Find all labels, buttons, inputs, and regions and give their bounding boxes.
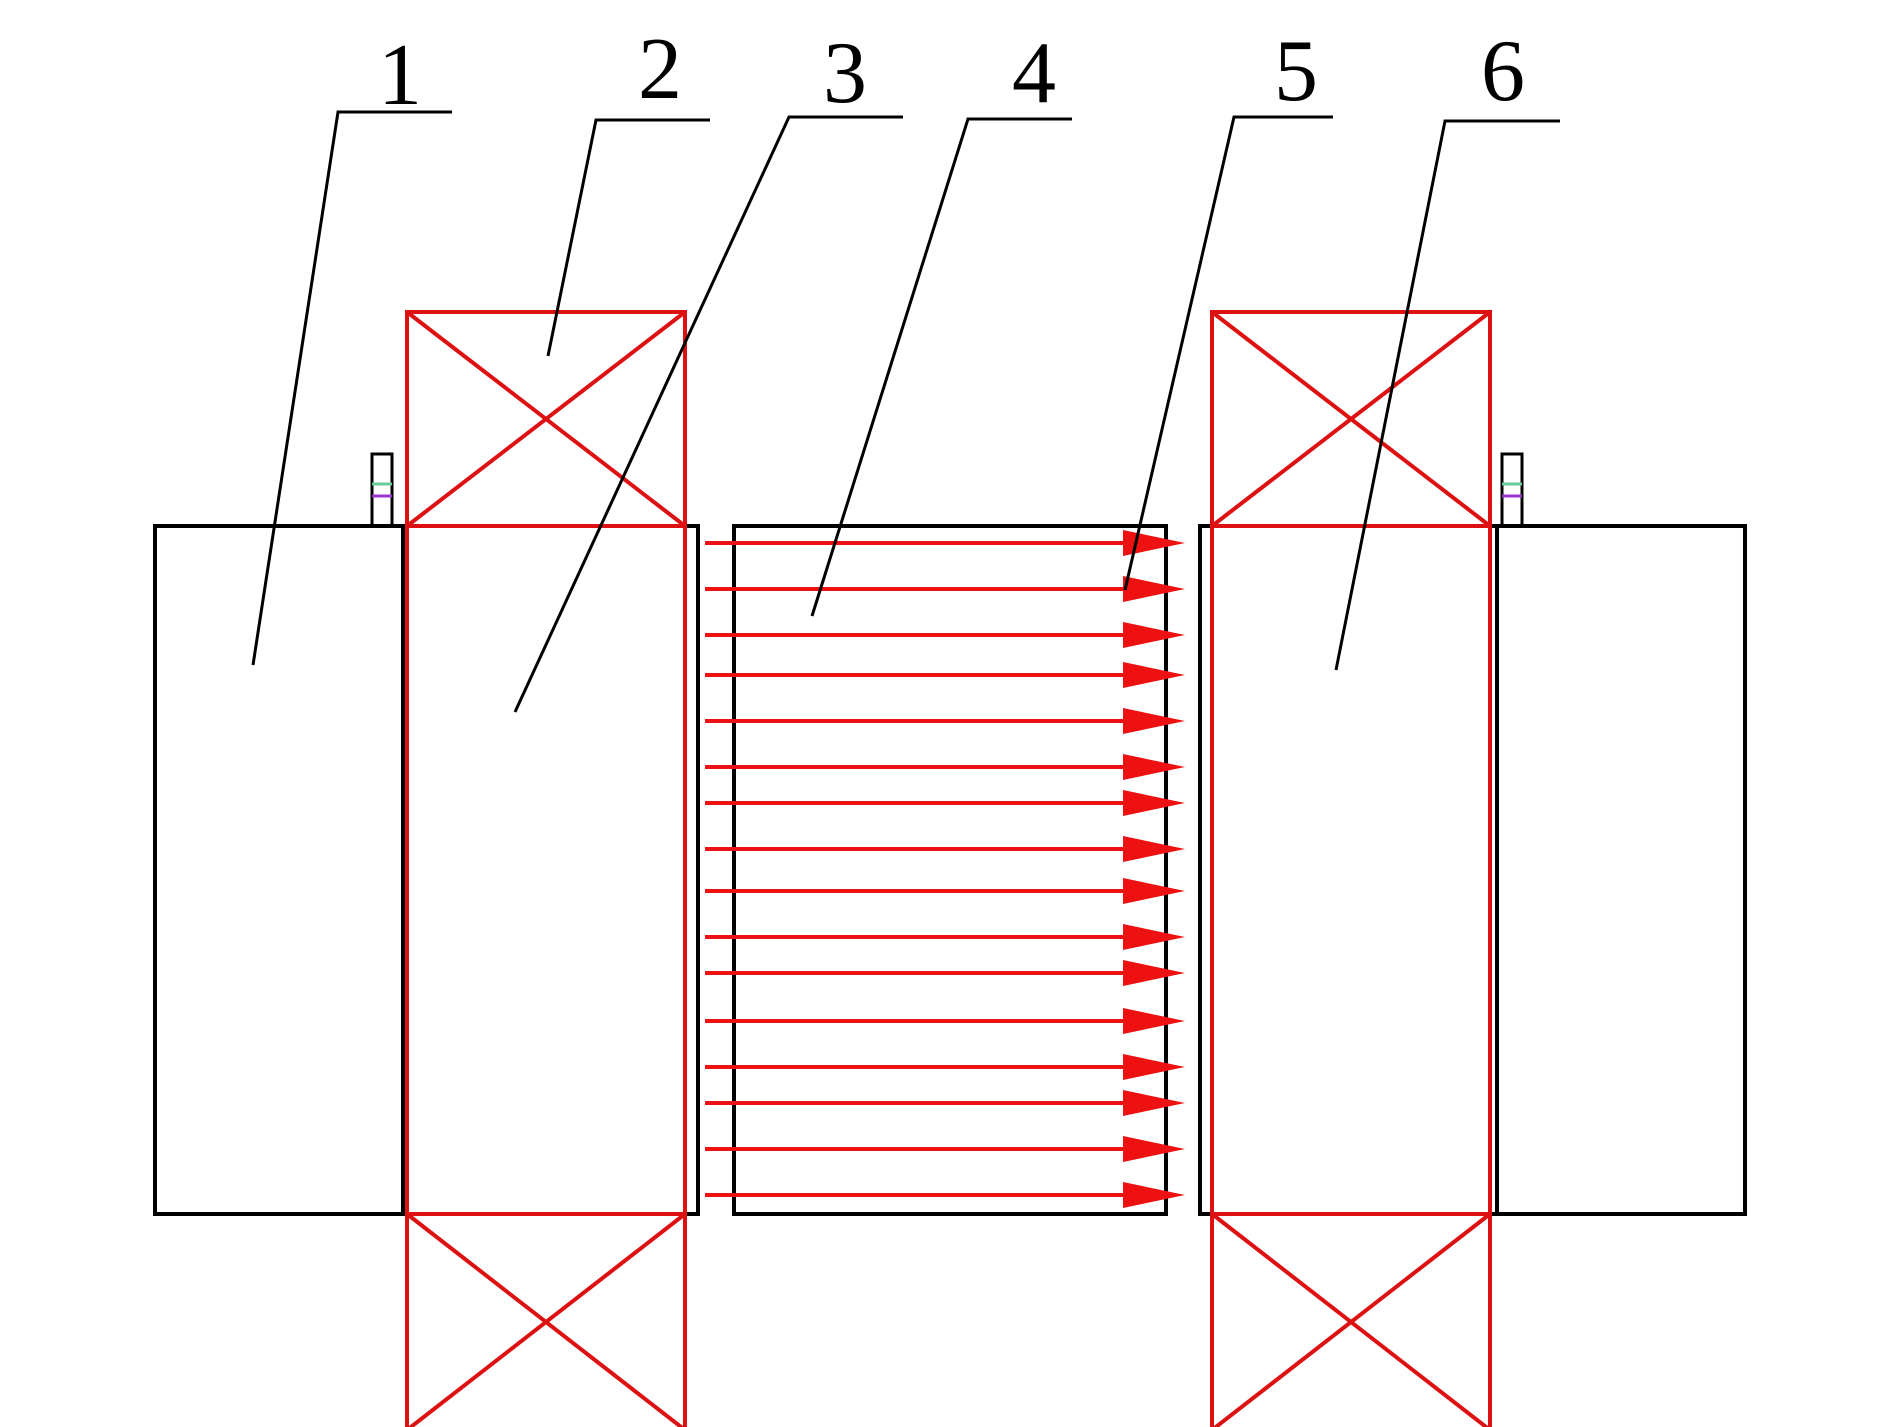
leader-line-4 bbox=[810, 117, 1072, 617]
field-arrow-head bbox=[1123, 622, 1185, 648]
callout-label-2: 2 bbox=[638, 21, 682, 118]
field-arrows bbox=[705, 530, 1185, 1208]
leader-line-1 bbox=[251, 110, 452, 666]
callout-label-6: 6 bbox=[1481, 23, 1525, 120]
leader-line-6 bbox=[1334, 119, 1560, 671]
right-terminal-post bbox=[1500, 452, 1524, 528]
field-arrow-head bbox=[1123, 878, 1185, 904]
field-arrow-head bbox=[1123, 1008, 1185, 1034]
block-4 bbox=[732, 524, 1168, 1216]
callout-label-4: 4 bbox=[1012, 25, 1056, 122]
coil-5 bbox=[1210, 310, 1492, 1427]
field-arrow-head bbox=[1123, 1136, 1185, 1162]
callout-label-5: 5 bbox=[1274, 23, 1318, 120]
field-arrow-head bbox=[1123, 576, 1185, 602]
field-arrow-head bbox=[1123, 790, 1185, 816]
leader-line-3 bbox=[513, 115, 903, 713]
field-arrow-head bbox=[1123, 708, 1185, 734]
block-right-end bbox=[1495, 524, 1747, 1216]
leader-lines bbox=[251, 110, 1560, 713]
field-arrow-head bbox=[1123, 754, 1185, 780]
block-3 bbox=[401, 524, 700, 1216]
callout-label-1: 1 bbox=[378, 27, 422, 124]
left-terminal-post bbox=[370, 452, 394, 528]
field-arrow-head bbox=[1123, 1182, 1185, 1208]
block-1 bbox=[153, 524, 405, 1216]
field-arrow-head bbox=[1123, 662, 1185, 688]
field-arrow-head bbox=[1123, 1054, 1185, 1080]
leader-line-2 bbox=[546, 118, 710, 357]
leader-line-5 bbox=[1123, 115, 1333, 591]
field-arrow-head bbox=[1123, 1090, 1185, 1116]
coil-2 bbox=[405, 310, 687, 1427]
field-arrow-head bbox=[1123, 924, 1185, 950]
callout-label-3: 3 bbox=[823, 25, 867, 122]
field-arrow-head bbox=[1123, 960, 1185, 986]
field-arrow-head bbox=[1123, 836, 1185, 862]
block-6 bbox=[1198, 524, 1499, 1216]
